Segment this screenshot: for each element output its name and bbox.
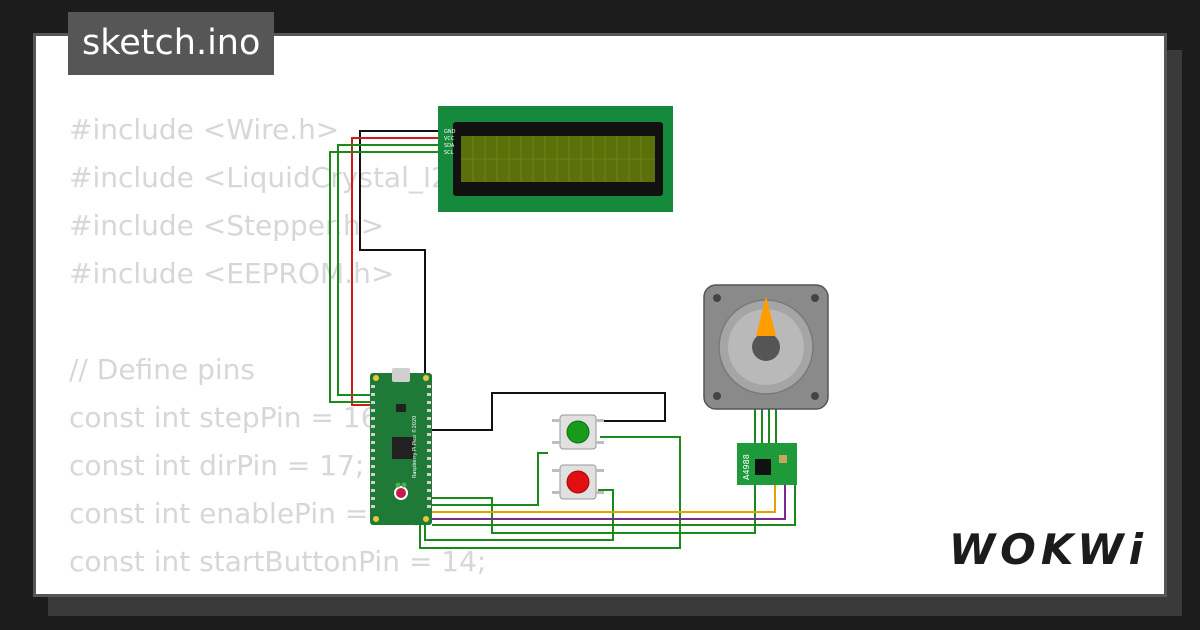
code-line: const int startButtonPin = 14; <box>69 545 487 578</box>
file-tab-label: sketch.ino <box>68 12 275 75</box>
code-line: #include <Wire.h> <box>69 113 340 146</box>
motor-pointer-icon <box>756 296 776 336</box>
reset-button[interactable] <box>552 464 604 500</box>
wire-lcd-sda <box>337 144 440 396</box>
wire-dir <box>432 485 786 520</box>
start-button[interactable] <box>552 414 604 450</box>
pico-pin-row-left <box>371 385 375 508</box>
code-line: const int stepPin = 16; <box>69 401 388 434</box>
pico-board: Raspberry Pi Pico ©2020 <box>370 368 432 525</box>
lcd-pin-vcc: VCC <box>444 136 455 142</box>
code-line: // Define pins <box>69 353 255 386</box>
wire-reset-button-2 <box>432 485 756 534</box>
wire-step <box>432 485 776 513</box>
a4988-driver: A4988 <box>737 443 797 485</box>
code-line: const int dirPin = 17; <box>69 449 365 482</box>
code-line: #include <EEPROM.h> <box>69 257 395 290</box>
code-line: #include <Stepper.h> <box>69 209 385 242</box>
pico-board-text: Raspberry Pi Pico ©2020 <box>411 416 418 478</box>
wire-enable <box>432 485 796 526</box>
wire-gnd-bus <box>425 392 666 431</box>
driver-label: A4988 <box>742 454 751 480</box>
wires <box>329 130 796 549</box>
wire-lcd-vcc <box>351 137 440 406</box>
wire-start-button <box>419 436 681 549</box>
code-line: const int resetButtonPin = 15; <box>69 586 519 594</box>
wokwi-logo: WOKWi <box>948 525 1148 574</box>
wire-lcd-scl <box>329 151 440 403</box>
pico-pin-row-right <box>427 385 431 508</box>
lcd-pin-gnd: GND <box>444 129 456 135</box>
lcd-pin-scl: SCL <box>444 150 454 156</box>
lcd-segments <box>461 136 655 182</box>
wire-lcd-gnd <box>359 130 440 430</box>
wire-start-button-2 <box>432 452 548 506</box>
wire-reset-button <box>424 489 614 541</box>
lcd-display: GND VCC SDA SCL <box>438 106 673 212</box>
raspberry-logo-icon <box>394 482 408 500</box>
lcd-pin-sda: SDA <box>444 143 455 149</box>
stepper-motor <box>703 284 829 410</box>
